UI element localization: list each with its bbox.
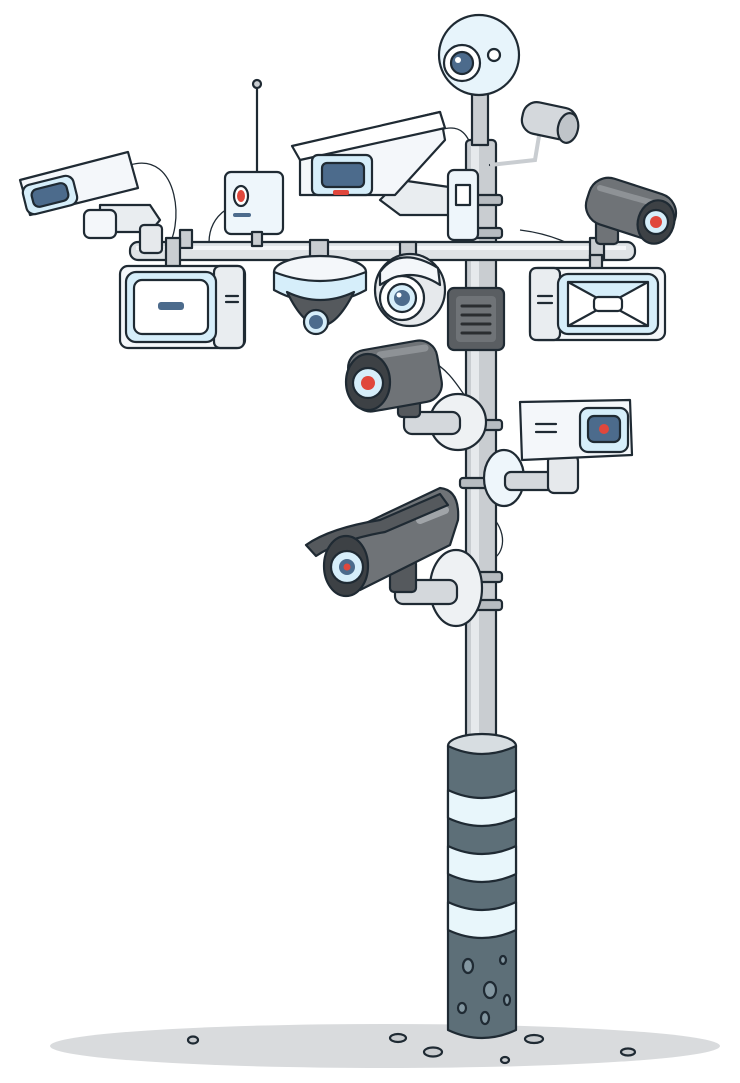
dome-camera-icon: [272, 238, 368, 336]
pole-base: [446, 732, 518, 1040]
monitor-display: [118, 228, 247, 350]
cctv-camera-icon: [482, 398, 634, 508]
monitor-display: [528, 253, 667, 342]
ground-shadow: [50, 1024, 720, 1068]
antenna-icon: [223, 78, 285, 248]
cctv-camera-icon: [290, 110, 480, 242]
bullet-camera-icon: [488, 101, 580, 167]
cctv-camera-icon: [304, 486, 484, 628]
cross-arm: [128, 240, 637, 262]
pebbles: [186, 1032, 637, 1065]
cctv-camera-icon: [18, 150, 164, 255]
junction-box-icon: [446, 286, 506, 352]
webcam-icon: [437, 13, 521, 147]
bullet-camera-icon: [344, 339, 488, 452]
bullet-camera-icon: [373, 240, 447, 328]
